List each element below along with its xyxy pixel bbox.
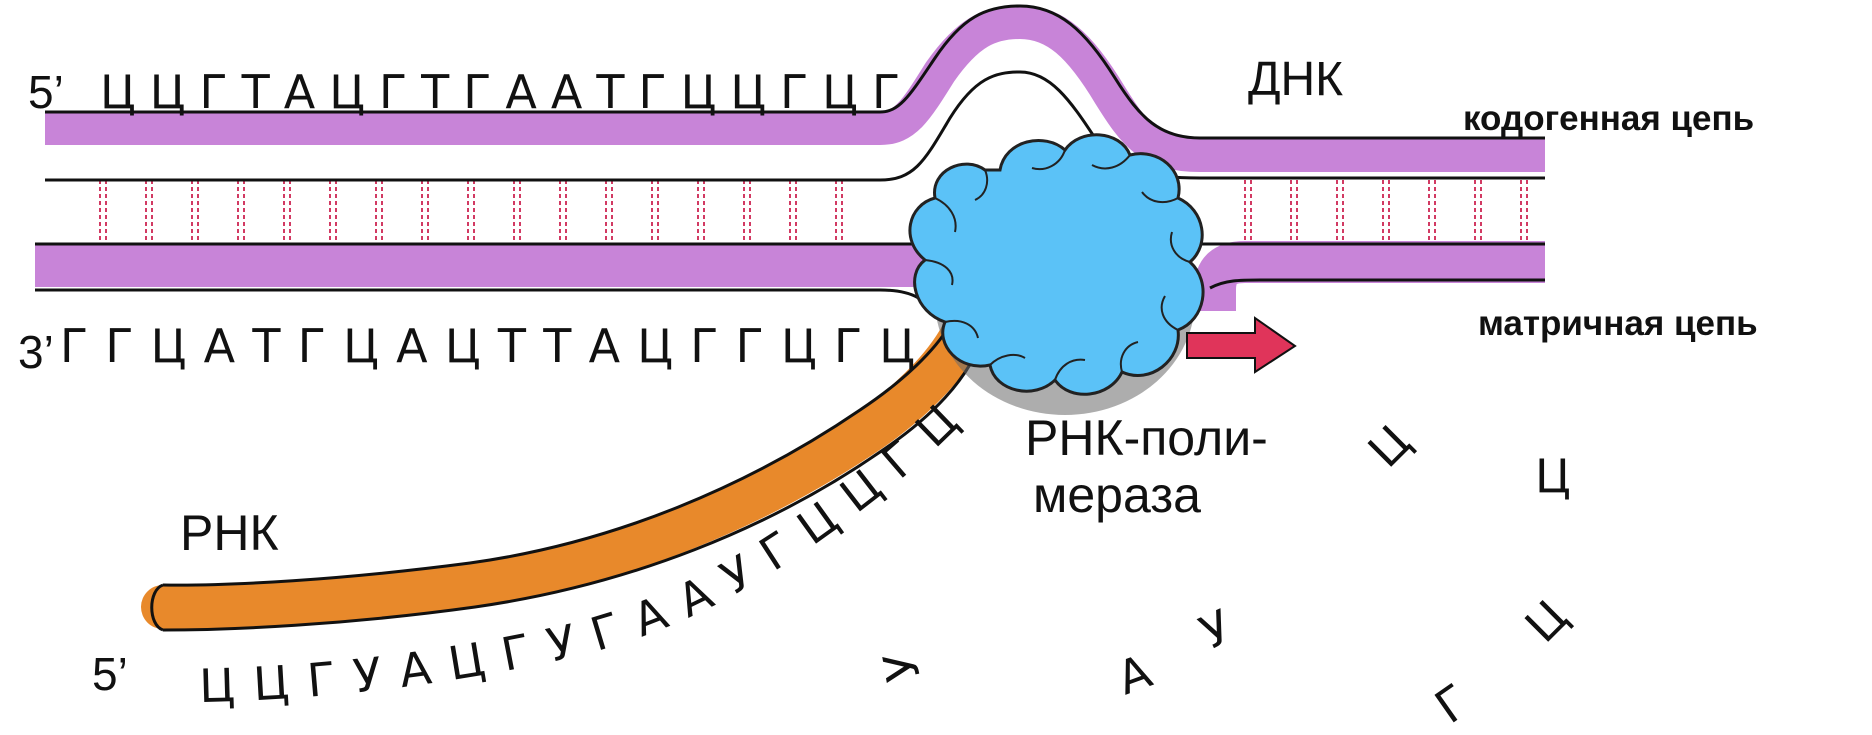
free-nucleotide: Ц — [1515, 589, 1578, 652]
direction-arrow — [1187, 318, 1295, 372]
template-3prime-label: 3’ — [18, 326, 54, 378]
template-strand-body — [35, 262, 1545, 290]
polymerase-label-line2: мераза — [1033, 467, 1201, 523]
free-nucleotide: Ц — [1358, 414, 1421, 477]
coding-strand-label: кодогенная цепь — [1463, 99, 1754, 138]
dna-label: ДНК — [1248, 53, 1343, 106]
template-strand-label: матричная цепь — [1478, 304, 1758, 343]
free-nucleotide: У — [1192, 599, 1240, 660]
rna-label: РНК — [180, 505, 279, 561]
rna-5prime-label: 5’ — [92, 648, 128, 700]
free-nucleotide: Ц — [1535, 449, 1571, 503]
free-nucleotide: А — [1110, 644, 1159, 706]
coding-5prime-label: 5’ — [28, 66, 64, 118]
template-strand-sequence: ГГЦАТГЦАЦТТАЦГГЦГЦ — [60, 319, 915, 373]
free-nucleotide: У — [873, 648, 931, 685]
polymerase-label-line1: РНК-поли- — [1025, 410, 1268, 466]
arrow-icon — [1187, 318, 1295, 372]
template-strand — [35, 244, 1545, 320]
free-nucleotide: Г — [1425, 674, 1479, 734]
base-pairs — [100, 180, 1527, 244]
polymerase-cloud — [910, 135, 1203, 395]
